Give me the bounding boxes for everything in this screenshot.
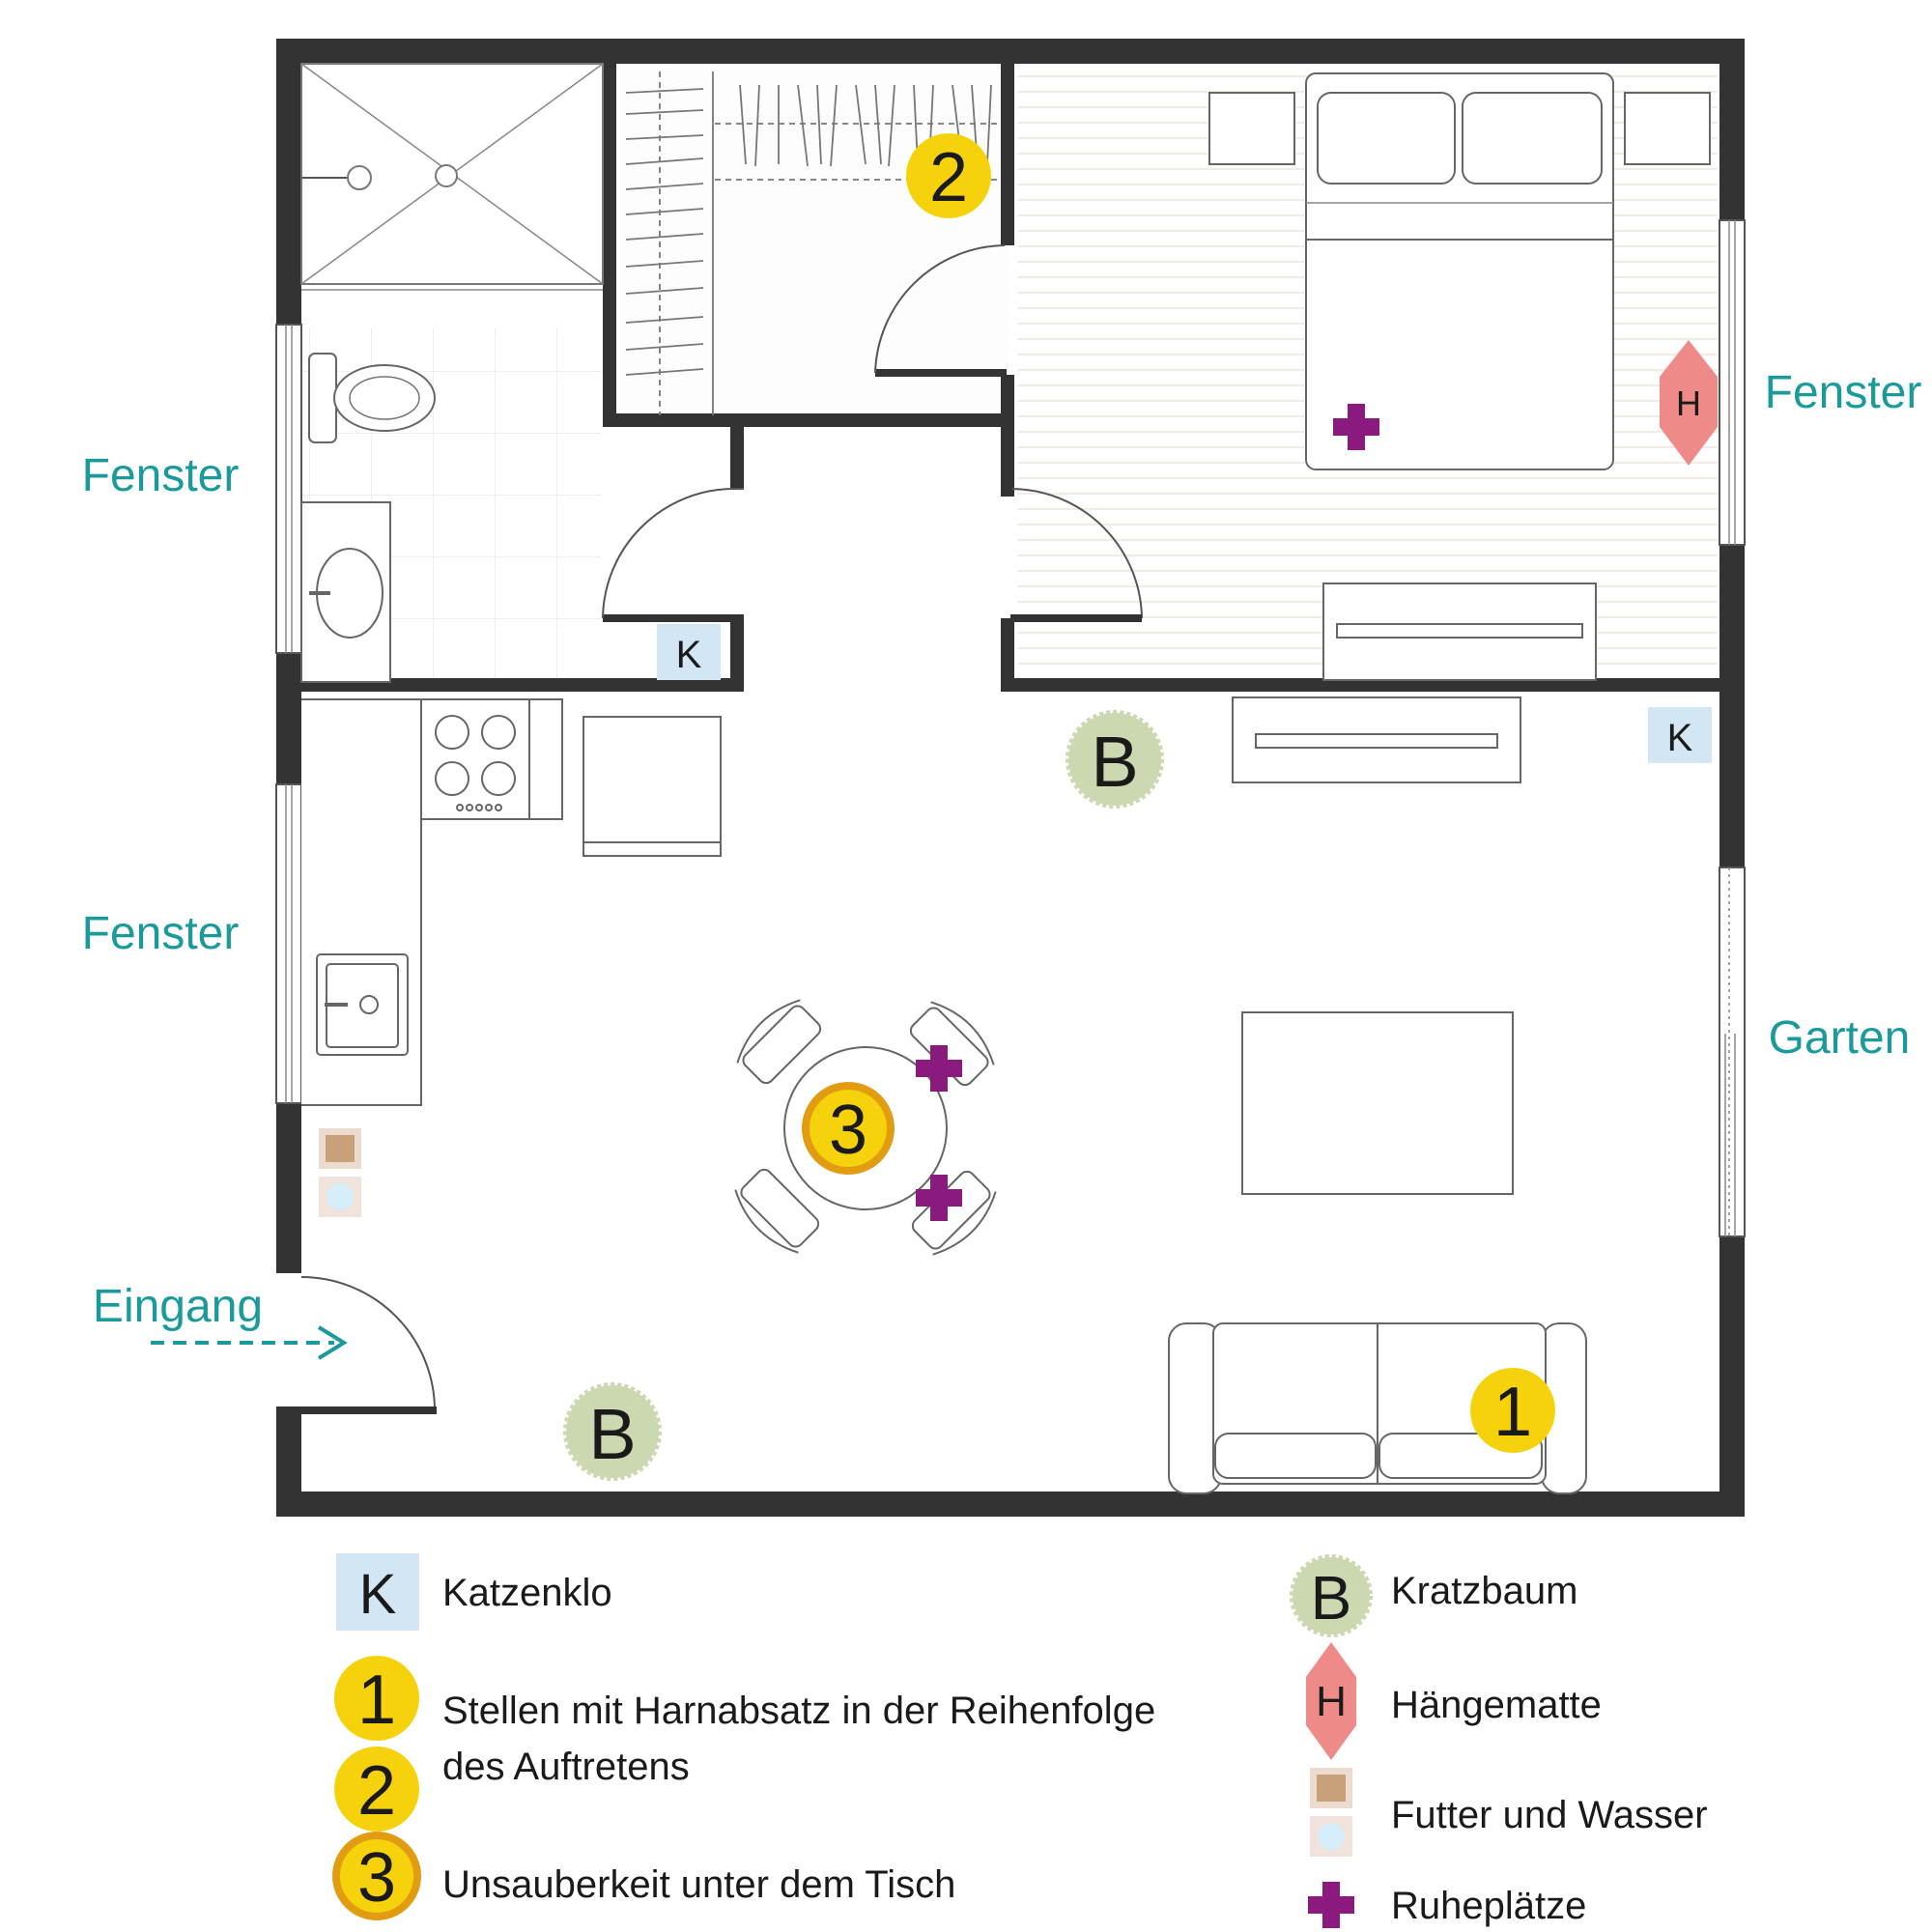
legend-urine: 1 2 Stellen mit Harnabsatz in der Reihen… — [334, 1656, 1155, 1832]
urine-3-number: 3 — [829, 1092, 867, 1169]
legend-urine-1: 1 — [357, 1662, 396, 1739]
legend-ruheplaetze: Ruheplätze — [1308, 1882, 1586, 1928]
kratzbaum-bottom: B — [563, 1382, 662, 1481]
katzenklo-bathroom: K — [657, 624, 721, 680]
futter-bowl — [319, 1128, 361, 1169]
legend-katzenklo: K Katzenklo — [336, 1553, 612, 1631]
fenster-left-top-label: Fenster — [82, 450, 240, 501]
legend-urine-line2: des Auftretens — [442, 1746, 690, 1788]
kratzbaum-top: B — [1065, 710, 1164, 809]
legend-unsauberkeit: 3 Unsauberkeit unter dem Tisch — [332, 1832, 955, 1920]
shower — [300, 63, 604, 291]
bathroom-sink — [300, 501, 391, 683]
kratzbaum-letter: B — [1091, 722, 1138, 802]
walls — [276, 39, 1745, 1517]
katzenklo-living: K — [1648, 707, 1712, 763]
legend-katzenklo-letter: K — [359, 1563, 397, 1626]
legend-kratzbaum: B Kratzbaum — [1290, 1554, 1577, 1637]
legend-katzenklo-text: Katzenklo — [442, 1572, 612, 1614]
fenster-left-bottom-label: Fenster — [82, 908, 240, 959]
legend-haengematte: H Hängematte — [1306, 1642, 1602, 1760]
legend: K Katzenklo 1 2 Stellen mit Harnabsatz i… — [332, 1553, 1708, 1928]
katzenklo-letter: K — [676, 634, 702, 676]
entrance-door — [276, 1273, 437, 1414]
wasser-bowl — [319, 1177, 361, 1217]
legend-haengematte-text: Hängematte — [1391, 1684, 1602, 1726]
living-dresser — [1232, 696, 1521, 783]
legend-ruheplaetze-text: Ruheplätze — [1391, 1885, 1586, 1927]
window-left-bottom — [275, 783, 302, 1104]
legend-kratzbaum-letter: B — [1311, 1563, 1352, 1633]
haengematte-letter: H — [1676, 384, 1701, 423]
legend-urine-3: 3 — [357, 1839, 396, 1917]
legend-haengematte-letter: H — [1316, 1678, 1347, 1725]
nightstand-left — [1208, 92, 1295, 165]
bedroom-door — [1010, 488, 1143, 622]
legend-urine-2: 2 — [357, 1752, 396, 1830]
katzenklo-letter: K — [1667, 717, 1693, 759]
legend-futter-wasser: Futter und Wasser — [1310, 1768, 1708, 1857]
urine-marker-3: 3 — [802, 1082, 895, 1175]
window-right — [1719, 219, 1746, 546]
fenster-right-label: Fenster — [1765, 367, 1922, 418]
legend-unsauberkeit-text: Unsauberkeit unter dem Tisch — [442, 1863, 955, 1906]
nightstand-right — [1624, 92, 1711, 165]
bathroom-door — [602, 488, 744, 619]
legend-urine-line1: Stellen mit Harnabsatz in der Reihenfolg… — [442, 1690, 1155, 1732]
legend-futter-wasser-text: Futter und Wasser — [1391, 1794, 1708, 1836]
urine-marker-1: 1 — [1470, 1368, 1555, 1453]
urine-1-number: 1 — [1493, 1374, 1532, 1451]
urine-marker-2: 2 — [906, 133, 991, 218]
fridge — [582, 716, 722, 857]
closet-door — [874, 244, 1006, 374]
garden-door — [1719, 867, 1746, 1237]
kratzbaum-letter: B — [588, 1394, 636, 1474]
entrance-arrow — [151, 1325, 348, 1360]
bed — [1305, 72, 1614, 470]
rug — [1241, 1011, 1514, 1195]
bedroom-dresser — [1322, 582, 1597, 681]
garten-label: Garten — [1769, 1012, 1911, 1064]
urine-2-number: 2 — [929, 139, 968, 216]
legend-kratzbaum-text: Kratzbaum — [1391, 1570, 1577, 1612]
toilet — [308, 353, 436, 443]
kitchen-sink — [316, 953, 409, 1056]
window-left-top — [275, 324, 302, 654]
eingang-label: Eingang — [93, 1281, 263, 1332]
sofa — [1168, 1322, 1587, 1494]
stove — [435, 715, 516, 811]
closet-floor — [614, 64, 1009, 417]
haengematte-marker: H — [1660, 340, 1718, 466]
